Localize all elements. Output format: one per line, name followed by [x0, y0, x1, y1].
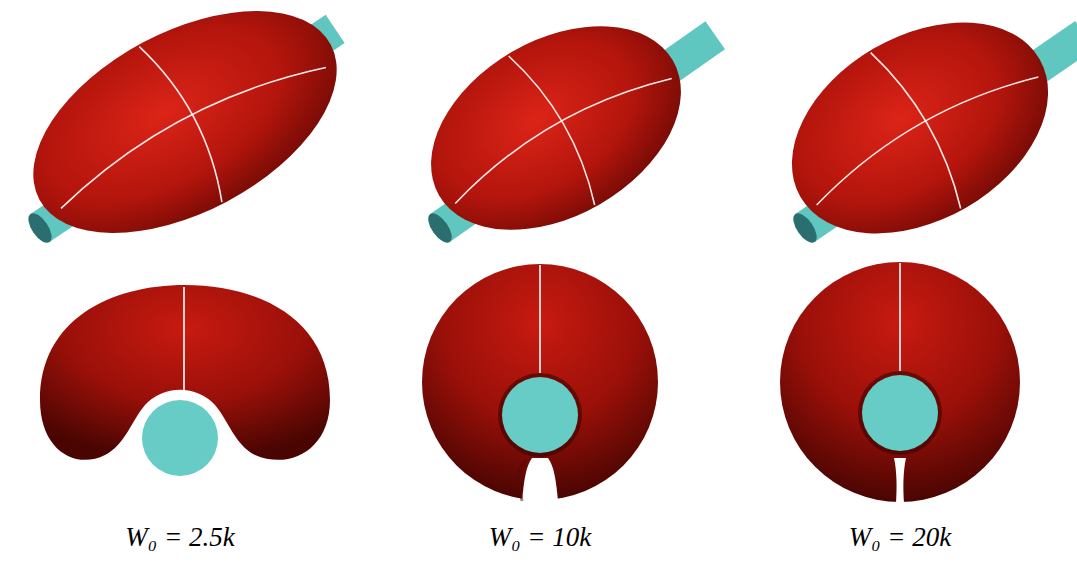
parameter-label: W₀ = 2.5k — [125, 522, 234, 553]
vesicle-section — [780, 262, 1020, 503]
vesicle-3d — [754, 0, 1077, 277]
vesicle-section — [40, 285, 330, 476]
vesicle-3d — [395, 0, 717, 272]
parameter-label: W₀ = 10k — [489, 522, 592, 553]
parameter-label: W₀ = 20k — [849, 522, 952, 553]
vesicle-section — [422, 264, 658, 501]
vesicle-3d — [0, 0, 373, 279]
